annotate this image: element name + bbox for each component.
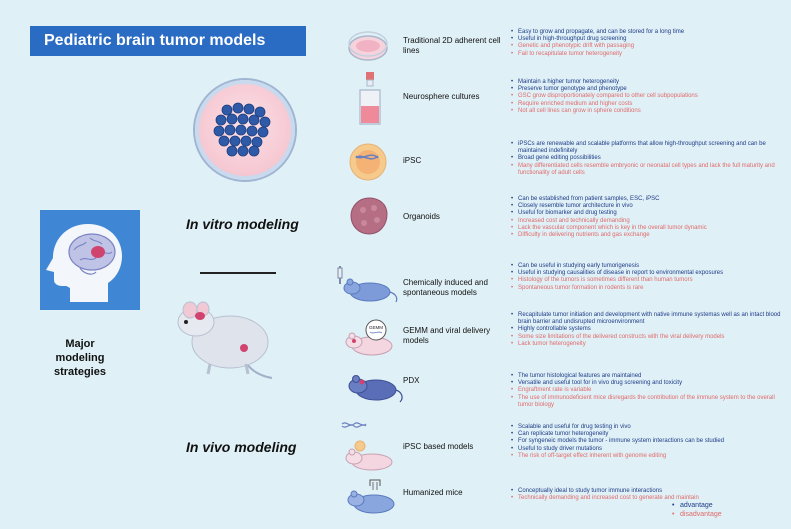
culture-flask-icon bbox=[359, 72, 381, 125]
bullets-ipsc-based: Scalable and useful for drug testing in … bbox=[510, 424, 782, 460]
disadvantage-item: GSC grow disproportionately compared to … bbox=[510, 93, 782, 100]
advantage-item: Scalable and useful for drug testing in … bbox=[510, 424, 782, 431]
child-brain-icon bbox=[40, 210, 140, 310]
disadvantage-item: Require enriched medium and higher costs bbox=[510, 101, 782, 108]
gemm-badge-label: GEMM bbox=[369, 325, 383, 330]
rat-with-tumor-icon bbox=[177, 301, 273, 379]
disadvantage-item: Lack tumor heterogeneity bbox=[510, 341, 782, 348]
stem-cell-icon bbox=[349, 143, 387, 181]
bullets-neurosphere: Maintain a higher tumor heterogeneity Pr… bbox=[510, 79, 782, 115]
model-name-ipsc: iPSC bbox=[403, 156, 422, 165]
page-title: Pediatric brain tumor models bbox=[30, 26, 306, 56]
organoid-icon bbox=[350, 197, 388, 235]
major-strategies-label: Major modeling strategies bbox=[54, 338, 106, 378]
bullets-gemm: Recapitulate tumor initiation and develo… bbox=[510, 312, 782, 348]
advantage-item: Useful in high-throughput drug screening bbox=[510, 36, 782, 43]
advantage-item: Preserve tumor genotype and phenotype bbox=[510, 86, 782, 93]
disadvantage-item: Increased cost and technically demanding bbox=[510, 218, 782, 225]
disadvantage-item: Fail to recapitulate tumor heterogeneity bbox=[510, 51, 782, 58]
advantage-item: Maintain a higher tumor heterogeneity bbox=[510, 79, 782, 86]
legend-advantage: advantage bbox=[672, 501, 722, 510]
disadvantage-item: Lack the vascular component which is key… bbox=[510, 225, 782, 232]
disadvantage-item: Spontaneous tumor formation in rodents i… bbox=[510, 285, 782, 292]
mouse-syringe-icon bbox=[337, 266, 398, 303]
advantage-item: Useful for biomarker and drug testing bbox=[510, 210, 782, 217]
section-divider bbox=[200, 272, 276, 274]
advantage-item: Highly controllable systems bbox=[510, 326, 782, 333]
in-vivo-label: In vivo modeling bbox=[186, 439, 297, 455]
advantage-item: Useful in studying causalities of diseas… bbox=[510, 270, 782, 277]
advantage-item: The tumor histological features are main… bbox=[510, 373, 782, 380]
tumor-cells-icon bbox=[213, 102, 271, 157]
advantage-item: Easy to grow and propagate, and can be s… bbox=[510, 29, 782, 36]
model-name-ipsc-based: iPSC based models bbox=[403, 442, 474, 451]
model-name-humanized-mice: Humanized mice bbox=[403, 488, 463, 497]
in-vitro-label: In vitro modeling bbox=[186, 216, 299, 232]
model-name-chemically-induced: Chemically induced and spontaneous model… bbox=[403, 278, 488, 297]
disadvantage-item: The use of immunodeficient mice disregar… bbox=[510, 395, 782, 409]
advantage-item: Closely resemble tumor architecture in v… bbox=[510, 203, 782, 210]
bullets-pdx: The tumor histological features are main… bbox=[510, 373, 782, 409]
model-name-2d-cell-lines: Traditional 2D adherent cell lines bbox=[403, 36, 501, 55]
petri-dish-icon bbox=[348, 31, 388, 61]
model-name-pdx: PDX bbox=[403, 376, 420, 385]
model-name-organoids: Organoids bbox=[403, 212, 440, 221]
legend: advantage disadvantage bbox=[672, 501, 722, 519]
bullets-humanized-mice: Conceptually ideal to study tumor immune… bbox=[510, 488, 782, 503]
humanized-mouse-icon bbox=[347, 479, 395, 514]
advantage-item: Broad gene editing possibilities bbox=[510, 155, 782, 162]
pdx-mouse-icon bbox=[348, 375, 403, 403]
disadvantage-item: Genetic and phenotypic drift with passag… bbox=[510, 43, 782, 50]
bullets-chemically-induced: Can be useful in studying early tumorige… bbox=[510, 263, 782, 292]
model-name-gemm: GEMM and viral delivery models bbox=[403, 326, 491, 345]
advantage-item: Conceptually ideal to study tumor immune… bbox=[510, 488, 782, 495]
ipsc-mouse-icon bbox=[341, 422, 393, 471]
disadvantage-item: Histology of the tumors is sometimes dif… bbox=[510, 277, 782, 284]
bullets-ipsc: iPSCs are renewable and scalable platfor… bbox=[510, 141, 782, 177]
disadvantage-item: Not all cell lines can grow in sphere co… bbox=[510, 108, 782, 115]
advantage-item: Useful to study driver mutations bbox=[510, 446, 782, 453]
advantage-item: Can be useful in studying early tumorige… bbox=[510, 263, 782, 270]
model-name-neurosphere: Neurosphere cultures bbox=[403, 92, 480, 101]
advantage-item: Versatile and useful tool for in vivo dr… bbox=[510, 380, 782, 387]
disadvantage-item: Some size limitations of the delivered c… bbox=[510, 334, 782, 341]
advantage-item: Can be established from patient samples,… bbox=[510, 196, 782, 203]
advantage-item: iPSCs are renewable and scalable platfor… bbox=[510, 141, 782, 155]
disadvantage-item: Engraftment rate is variable bbox=[510, 387, 782, 394]
advantage-item: Can replicate tumor heterogeneity bbox=[510, 431, 782, 438]
bullets-2d-cell-lines: Easy to grow and propagate, and can be s… bbox=[510, 29, 782, 58]
disadvantage-item: Difficulty in delivering nutrients and g… bbox=[510, 232, 782, 239]
advantage-item: Recapitulate tumor initiation and develo… bbox=[510, 312, 782, 326]
disadvantage-item: Technically demanding and increased cost… bbox=[510, 495, 782, 502]
disadvantage-item: Many differentiated cells resemble embry… bbox=[510, 163, 782, 177]
legend-disadvantage: disadvantage bbox=[672, 510, 722, 519]
advantage-item: For syngeneic models the tumor - immune … bbox=[510, 438, 782, 445]
bullets-organoids: Can be established from patient samples,… bbox=[510, 196, 782, 239]
disadvantage-item: The risk of off-target effect inherent w… bbox=[510, 453, 782, 460]
large-petri-dish-icon bbox=[195, 80, 295, 180]
gemm-mouse-icon: GEMM bbox=[345, 319, 393, 356]
